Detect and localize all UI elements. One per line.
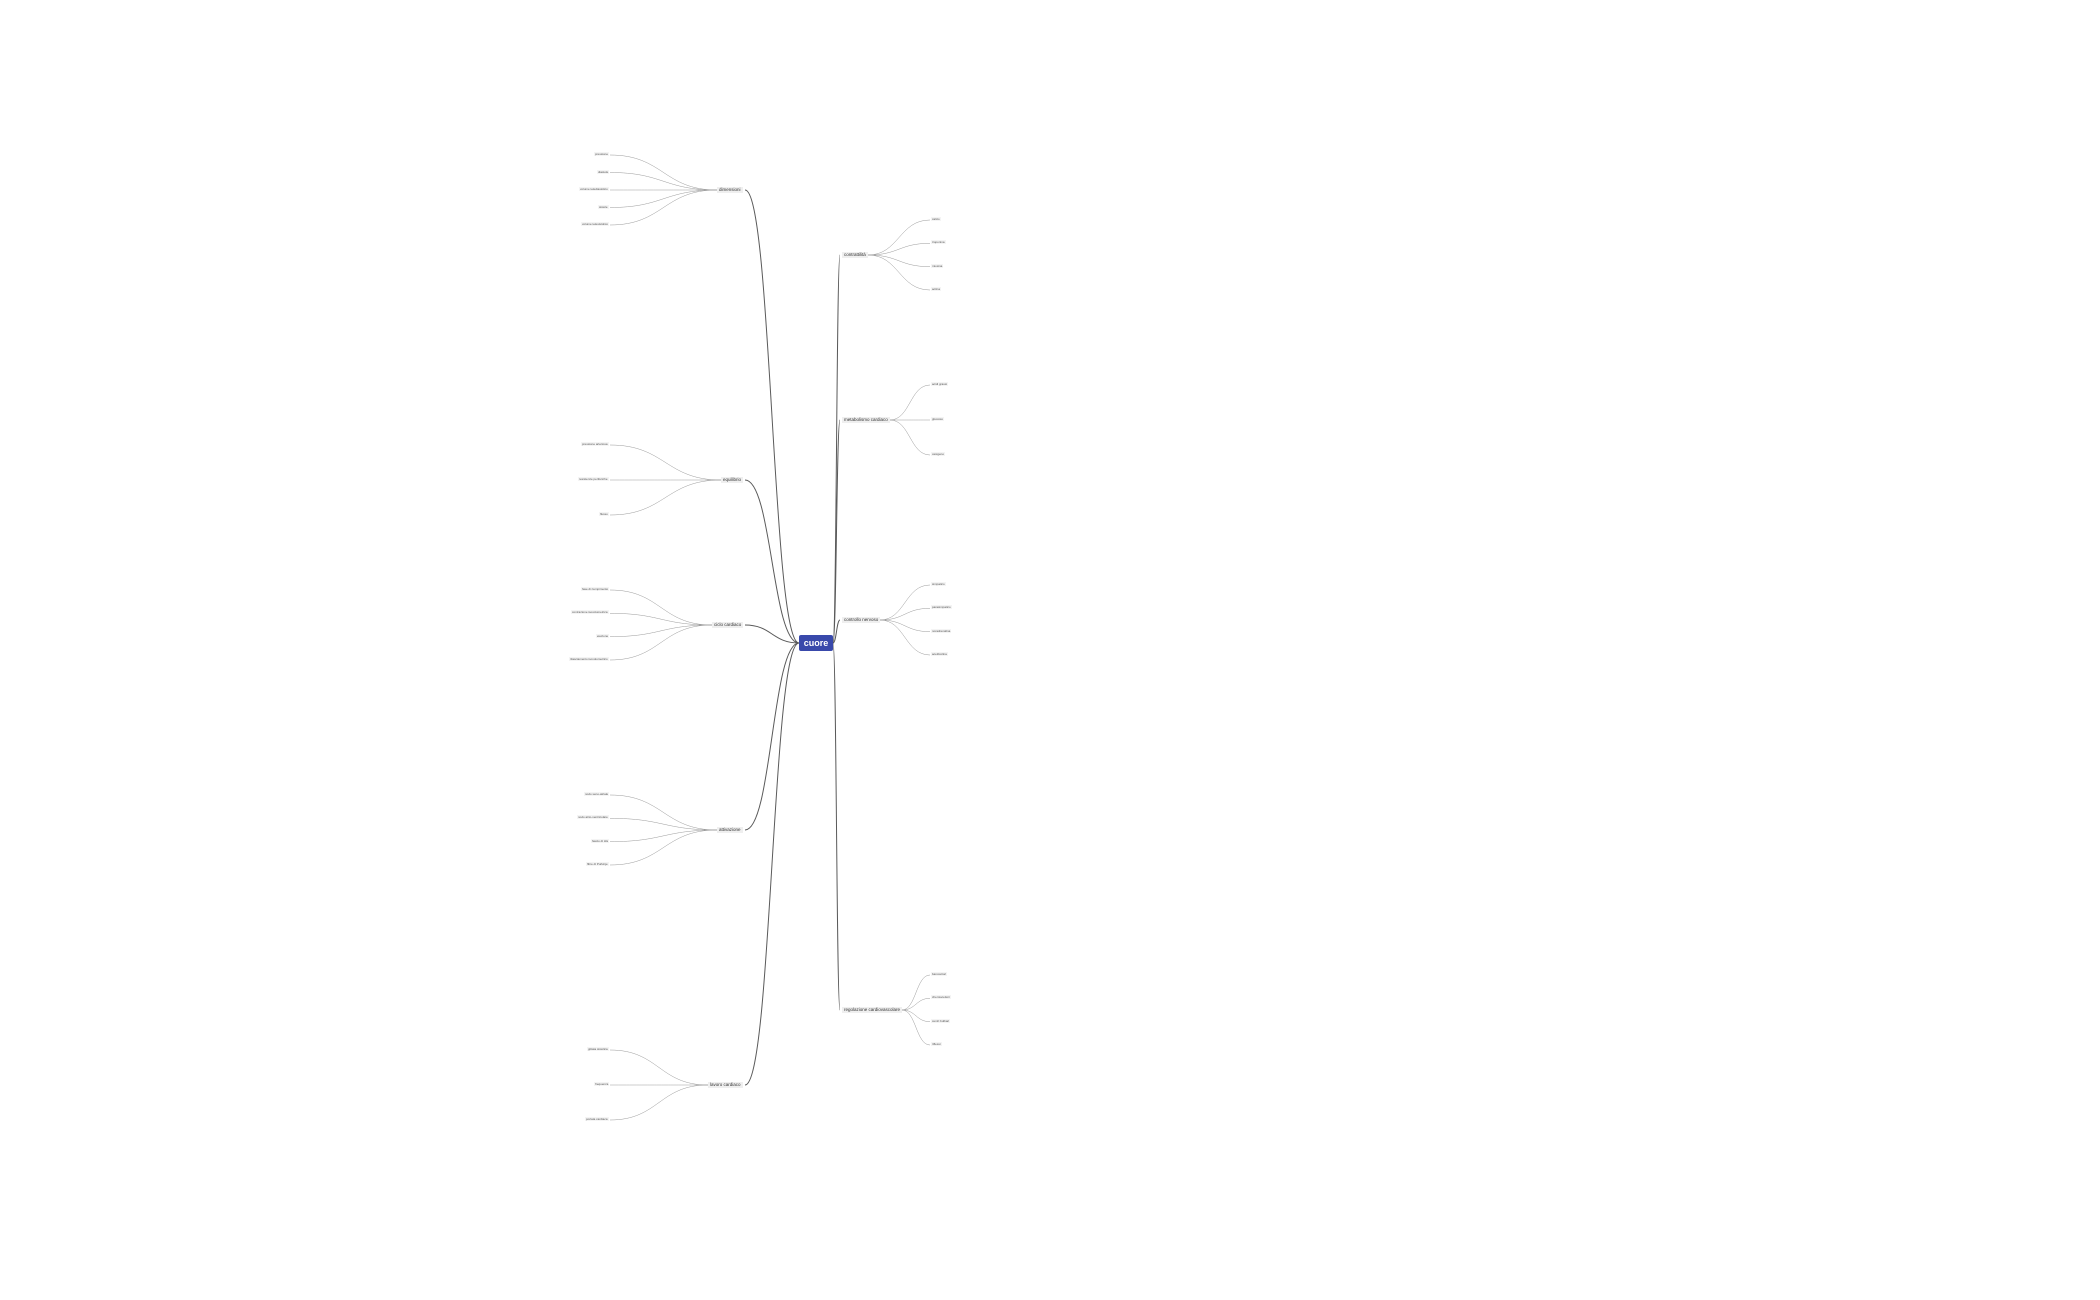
connector-line xyxy=(744,642,800,1086)
node-noradrenalina[interactable]: noradrenalina xyxy=(931,628,952,633)
node-gittata-sistolica[interactable]: gittata sistolica xyxy=(587,1047,609,1051)
connector-line xyxy=(879,584,931,621)
node-contrazione-isovolumetrica[interactable]: contrazione isovolumetrica xyxy=(571,610,609,615)
node-parasimpatico[interactable]: parasimpatico xyxy=(931,605,952,610)
connector-line xyxy=(879,619,931,656)
node-miosina[interactable]: miosina xyxy=(931,263,944,268)
connector-line xyxy=(879,619,931,632)
connector-line xyxy=(832,642,841,1011)
connector-line xyxy=(889,384,931,421)
node-volume-telediastolico[interactable]: volume telediastolico xyxy=(579,187,609,191)
node-portata-cardiaca[interactable]: portata cardiaca xyxy=(585,1117,609,1121)
node-sistole[interactable]: sistole xyxy=(598,204,609,209)
node-fase-di-riempimento[interactable]: fase di riempimento xyxy=(581,587,610,591)
branch-metabolismo-cardiaco[interactable]: metabolismo cardiaco xyxy=(842,417,890,423)
node-acidi-grassi[interactable]: acidi grassi xyxy=(931,382,949,386)
node-nodo-atrio-ventricolare[interactable]: nodo atrio-ventricolare xyxy=(577,815,609,820)
connector-line xyxy=(609,829,718,866)
node-centri-bulbari[interactable]: centri bulbari xyxy=(931,1018,951,1023)
connector-line xyxy=(744,189,800,644)
connector-line xyxy=(901,1009,931,1022)
node-glucosio[interactable]: glucosio xyxy=(931,417,945,421)
branch-regolazione-cardiovascolare[interactable]: regolazione cardiovascolare xyxy=(842,1007,903,1013)
connector-line xyxy=(901,998,931,1011)
branch-contrattilita[interactable]: contrattilità xyxy=(842,252,868,258)
connector-line xyxy=(879,608,931,621)
connector-line xyxy=(609,624,713,661)
connector-line xyxy=(609,829,718,842)
node-calcio[interactable]: calcio xyxy=(931,217,941,221)
node-troponina[interactable]: troponina xyxy=(931,240,946,245)
node-volume-telesistolico[interactable]: volume telesistolico xyxy=(581,222,610,226)
connector-line xyxy=(609,794,718,831)
connector-line xyxy=(609,479,722,516)
root-node[interactable]: cuore xyxy=(799,635,833,651)
node-chemiocettori[interactable]: chemiocettori xyxy=(931,995,951,1000)
connector-line xyxy=(867,219,931,256)
node-riflessi[interactable]: riflessi xyxy=(931,1042,942,1046)
branch-lavoro-cardiaco[interactable]: lavoro cardiaco xyxy=(708,1082,743,1088)
connector-line xyxy=(609,172,718,191)
connector-line xyxy=(744,479,800,644)
node-fascio-di-his[interactable]: fascio di His xyxy=(591,838,610,843)
node-acetilcolina[interactable]: acetilcolina xyxy=(931,652,948,656)
branch-ciclo-cardiaco[interactable]: ciclo cardiaco xyxy=(712,622,744,628)
branch-equilibrio[interactable]: equilibrio xyxy=(721,477,744,483)
connector-line xyxy=(889,419,931,456)
node-actina[interactable]: actina xyxy=(931,287,942,291)
node-nodo-seno-atriale[interactable]: nodo seno-atriale xyxy=(584,792,610,796)
connector-line xyxy=(609,624,713,637)
connector-line xyxy=(609,189,718,208)
node-ossigeno[interactable]: ossigeno xyxy=(931,452,946,456)
connector-line xyxy=(744,642,800,831)
node-flusso[interactable]: flusso xyxy=(599,512,609,516)
node-simpatico[interactable]: simpatico xyxy=(931,582,946,586)
node-frequenza[interactable]: frequenza xyxy=(594,1082,610,1086)
node-barocettori[interactable]: barocettori xyxy=(931,972,948,976)
node-pressione[interactable]: pressione xyxy=(594,152,610,156)
connector-line xyxy=(609,154,718,191)
node-rilasciamento-isovolumetrico[interactable]: rilasciamento isovolumetrico xyxy=(569,657,609,661)
connector-line xyxy=(832,419,841,644)
branch-attivazione[interactable]: attivazione xyxy=(717,827,743,833)
connector-line xyxy=(609,589,713,626)
connector-line xyxy=(609,189,718,226)
node-diastole[interactable]: diastole xyxy=(597,169,610,174)
node-pressione-arteriosa[interactable]: pressione arteriosa xyxy=(581,442,609,446)
node-resistenze-periferiche[interactable]: resistenze periferiche xyxy=(578,477,609,481)
connector-line xyxy=(867,243,931,256)
connector-line xyxy=(609,1049,709,1086)
connector-line xyxy=(609,613,713,626)
connector-line xyxy=(609,1084,709,1121)
connector-line xyxy=(867,254,931,267)
connector-line xyxy=(867,254,931,291)
node-eiezione[interactable]: eiezione xyxy=(596,633,610,638)
branch-dimensioni[interactable]: dimensioni xyxy=(717,187,743,193)
connector-line xyxy=(609,818,718,831)
connector-line xyxy=(609,444,722,481)
branch-controllo-nervoso[interactable]: controllo nervoso xyxy=(842,617,881,623)
connector-line xyxy=(832,619,841,644)
connector-line xyxy=(744,624,800,644)
node-fibre-di-purkinje[interactable]: fibre di Purkinje xyxy=(586,862,609,866)
